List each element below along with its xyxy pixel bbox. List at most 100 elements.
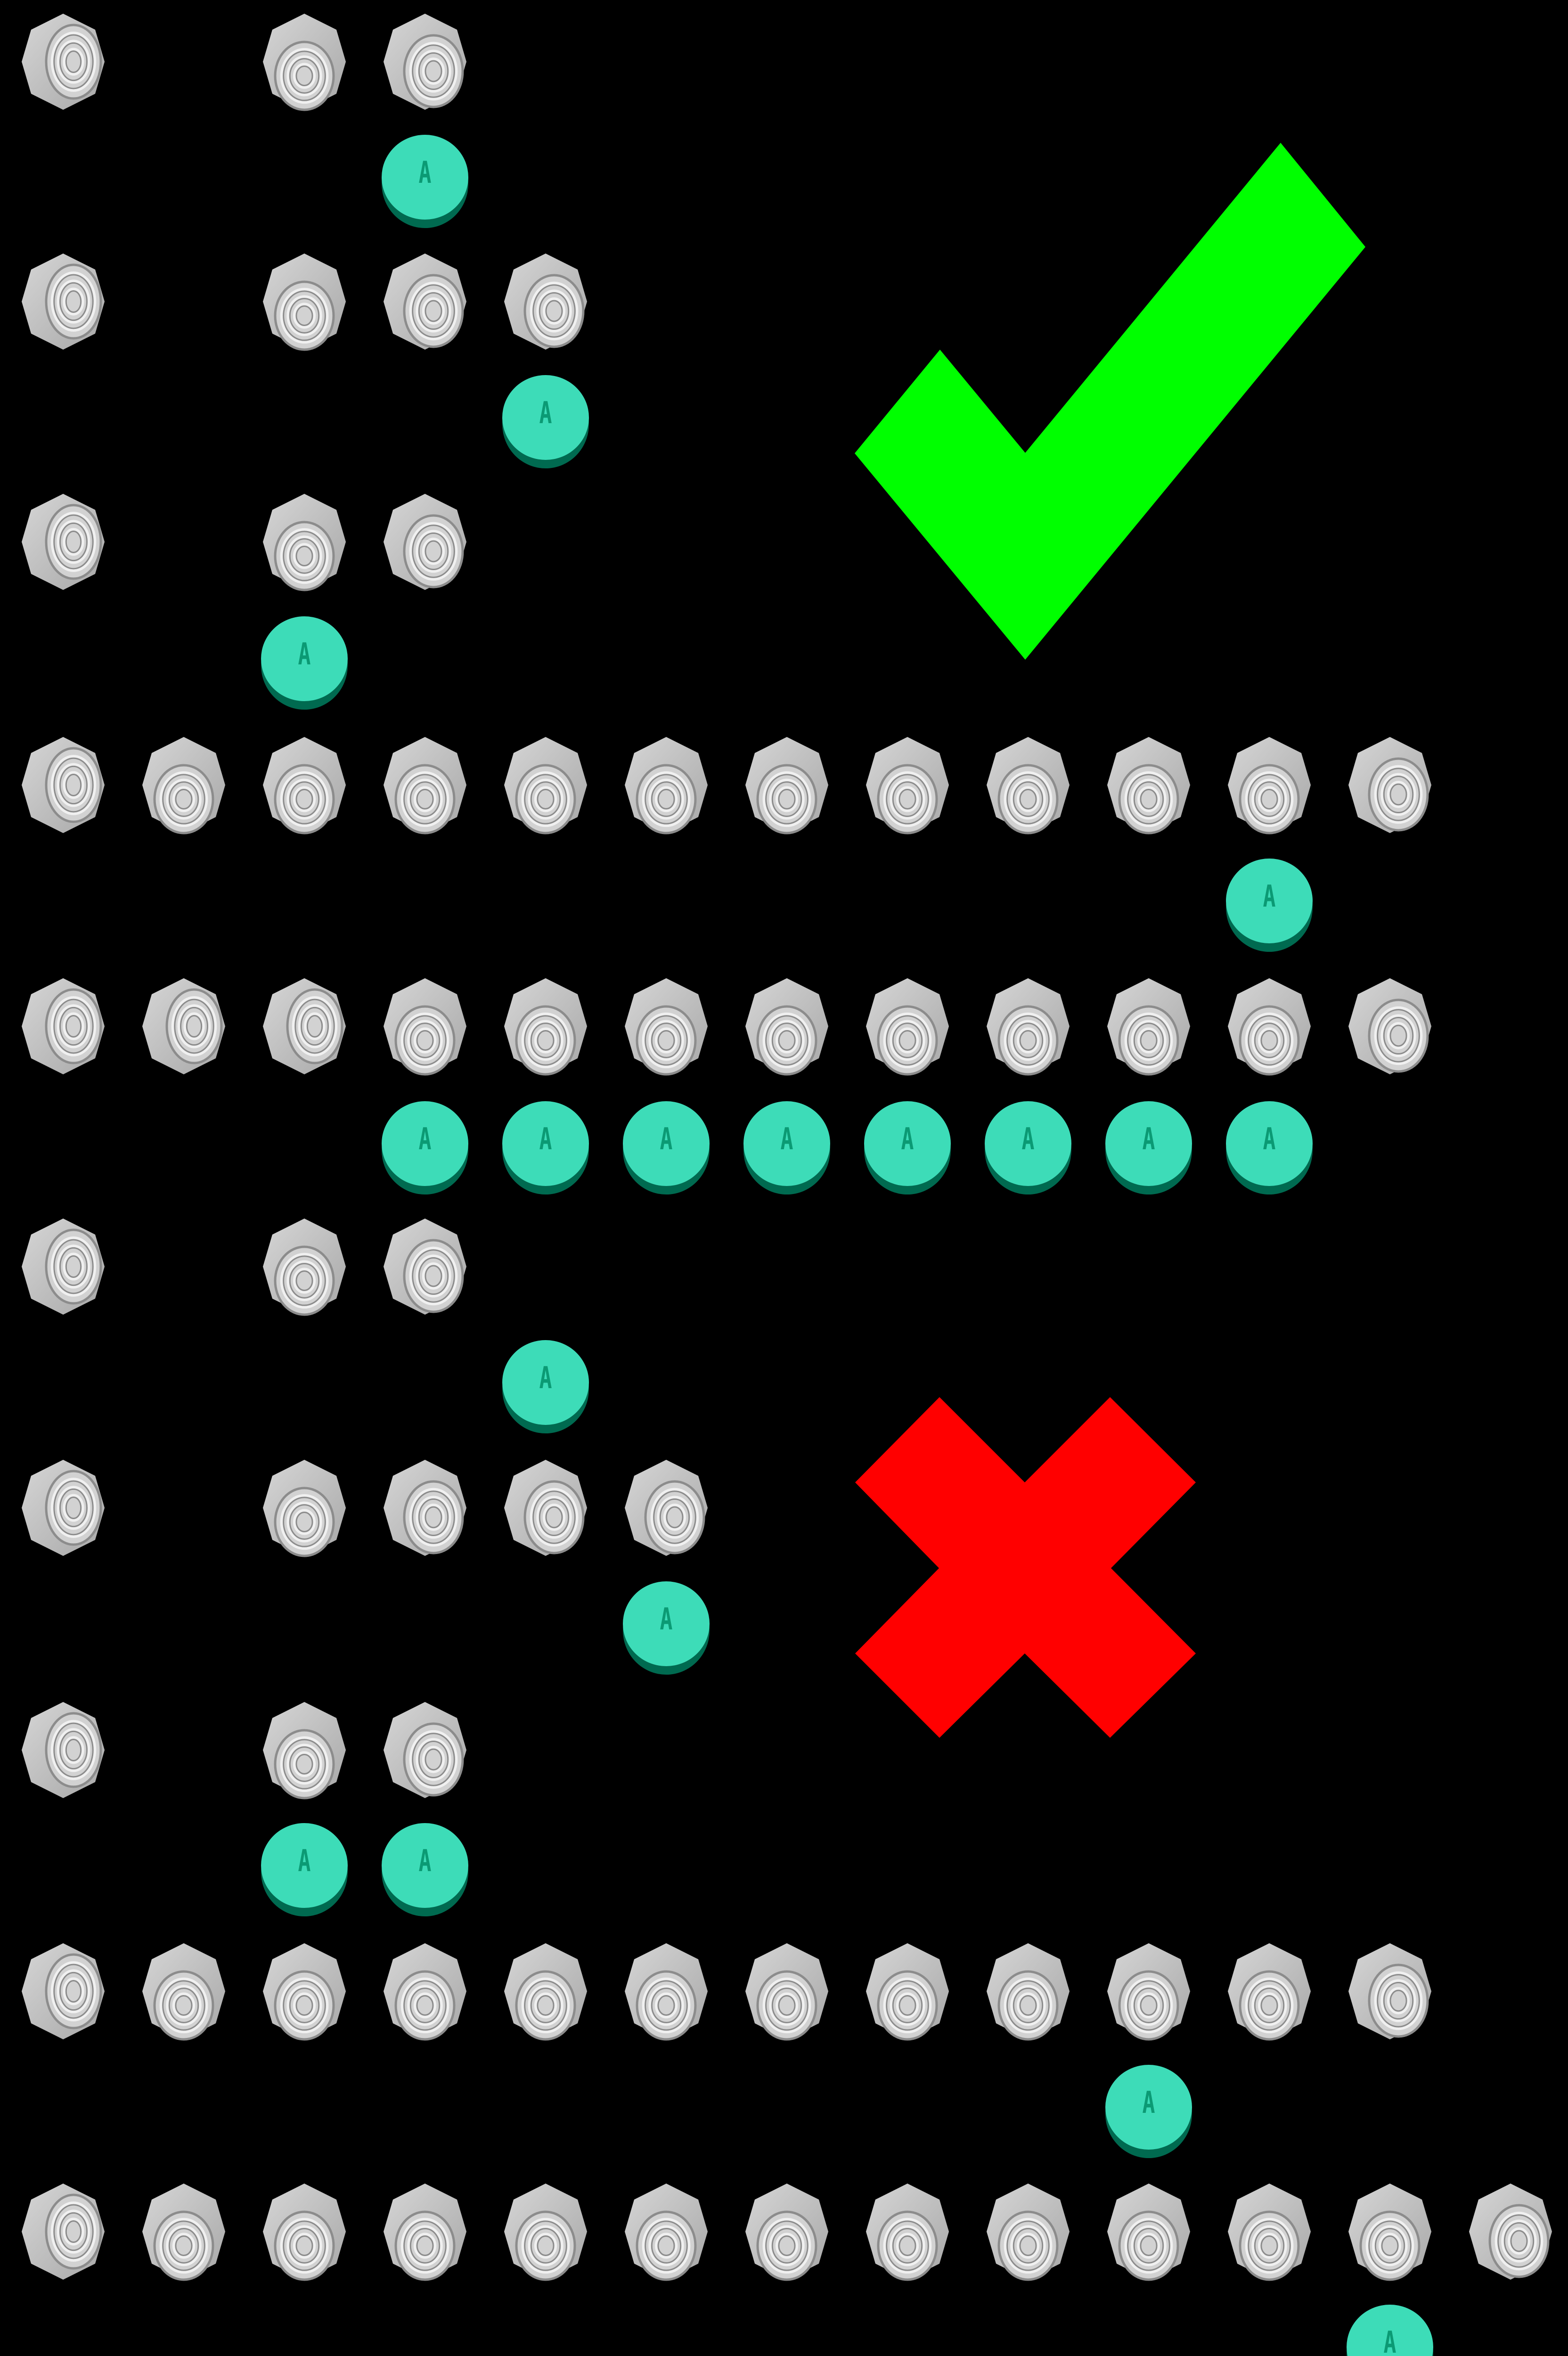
dial-piece-down <box>856 733 959 837</box>
dial-piece-down-right <box>614 1456 718 1560</box>
marker-token: A <box>500 1336 591 1434</box>
marker-token: A <box>1103 2061 1194 2159</box>
marker-token: A <box>259 1819 350 1917</box>
dial-piece-down <box>1217 974 1321 1078</box>
token-label: A <box>901 1122 914 1157</box>
dial-piece-down <box>373 733 477 837</box>
dial-piece-down <box>373 974 477 1078</box>
dial-piece-down <box>735 733 839 837</box>
dial-piece-right <box>11 1698 115 1802</box>
marker-token: A <box>259 613 350 711</box>
check-icon <box>855 143 1365 660</box>
dial-piece-down <box>976 974 1080 1078</box>
dial-piece-down-right <box>373 1698 477 1802</box>
dial-piece-down <box>253 733 356 837</box>
dial-piece-down-right <box>373 10 477 114</box>
dial-piece-right <box>11 2180 115 2283</box>
dial-piece-down-right <box>1459 2180 1562 2283</box>
marker-token: A <box>983 1097 1073 1195</box>
dial-piece-right <box>11 974 115 1078</box>
dial-piece-down-right <box>494 1456 597 1560</box>
dial-piece-down <box>494 974 597 1078</box>
token-label: A <box>1142 1122 1155 1157</box>
dial-piece-down <box>1097 2180 1200 2283</box>
token-label: A <box>539 396 552 431</box>
marker-token: A <box>380 1097 470 1195</box>
dial-piece-down <box>735 974 839 1078</box>
dial-piece-down <box>1217 1939 1321 2043</box>
token-label: A <box>539 1122 552 1157</box>
dial-piece-right <box>11 733 115 837</box>
marker-token: A <box>621 1578 711 1676</box>
dial-piece-down <box>856 2180 959 2283</box>
dial-piece-down <box>253 10 356 114</box>
dial-piece-down <box>976 733 1080 837</box>
dial-piece-down-right <box>373 1215 477 1318</box>
token-label: A <box>539 1361 552 1396</box>
marker-token: A <box>1103 1097 1194 1195</box>
dial-piece-down <box>1217 2180 1321 2283</box>
dial-piece-down <box>253 490 356 594</box>
marker-token: A <box>862 1097 953 1195</box>
token-label: A <box>298 1844 311 1879</box>
dial-piece-down <box>253 250 356 353</box>
dial-piece-down <box>253 1215 356 1318</box>
token-label: A <box>1263 879 1276 914</box>
dial-piece-down <box>373 2180 477 2283</box>
dial-piece-down <box>132 1939 236 2043</box>
dial-piece-down <box>132 2180 236 2283</box>
dial-piece-down <box>976 2180 1080 2283</box>
dial-piece-down <box>614 2180 718 2283</box>
dial-piece-right <box>11 10 115 114</box>
token-label: A <box>660 1122 673 1157</box>
dial-piece-right <box>11 250 115 353</box>
token-label: A <box>1263 1122 1276 1157</box>
token-label: A <box>418 1122 432 1157</box>
dial-piece-down <box>856 1939 959 2043</box>
dial-piece-down-right <box>373 1456 477 1560</box>
valid-mark <box>855 143 1365 660</box>
token-label: A <box>1383 2325 1396 2356</box>
dial-piece-down <box>132 733 236 837</box>
dial-piece-down <box>253 1939 356 2043</box>
dial-piece-right <box>132 974 236 1078</box>
marker-token: A <box>500 1097 591 1195</box>
dial-piece-down <box>253 1456 356 1560</box>
dial-piece-right <box>253 974 356 1078</box>
dial-piece-down <box>735 1939 839 2043</box>
dial-piece-down <box>856 974 959 1078</box>
dial-piece-down-right <box>494 250 597 353</box>
token-label: A <box>418 155 432 190</box>
marker-token: A <box>621 1097 711 1195</box>
dial-piece-right <box>11 1215 115 1318</box>
dial-piece-down <box>614 1939 718 2043</box>
marker-token: A <box>380 131 470 229</box>
marker-token: A <box>1224 1097 1315 1195</box>
marker-token: A <box>1345 2301 1435 2356</box>
dial-piece-down <box>1097 974 1200 1078</box>
dial-piece-down <box>614 974 718 1078</box>
dial-piece-down-right <box>373 490 477 594</box>
marker-token: A <box>380 1819 470 1917</box>
token-label: A <box>1021 1122 1035 1157</box>
dial-piece-down-right <box>1338 1939 1442 2043</box>
dial-piece-down <box>494 2180 597 2283</box>
token-label: A <box>418 1844 432 1879</box>
marker-token: A <box>742 1097 832 1195</box>
invalid-mark <box>855 1397 1196 1738</box>
cross-icon <box>855 1397 1196 1738</box>
dial-piece-down <box>494 1939 597 2043</box>
token-label: A <box>298 637 311 672</box>
marker-token: A <box>1224 855 1315 953</box>
dial-piece-down <box>253 1698 356 1802</box>
dial-piece-down <box>1338 2180 1442 2283</box>
dial-piece-right <box>11 490 115 594</box>
dial-piece-down <box>976 1939 1080 2043</box>
dial-piece-down <box>614 733 718 837</box>
token-label: A <box>660 1602 673 1637</box>
dial-piece-down-right <box>1338 733 1442 837</box>
dial-piece-down <box>735 2180 839 2283</box>
dial-piece-down-right <box>373 250 477 353</box>
token-label: A <box>1142 2086 1155 2120</box>
